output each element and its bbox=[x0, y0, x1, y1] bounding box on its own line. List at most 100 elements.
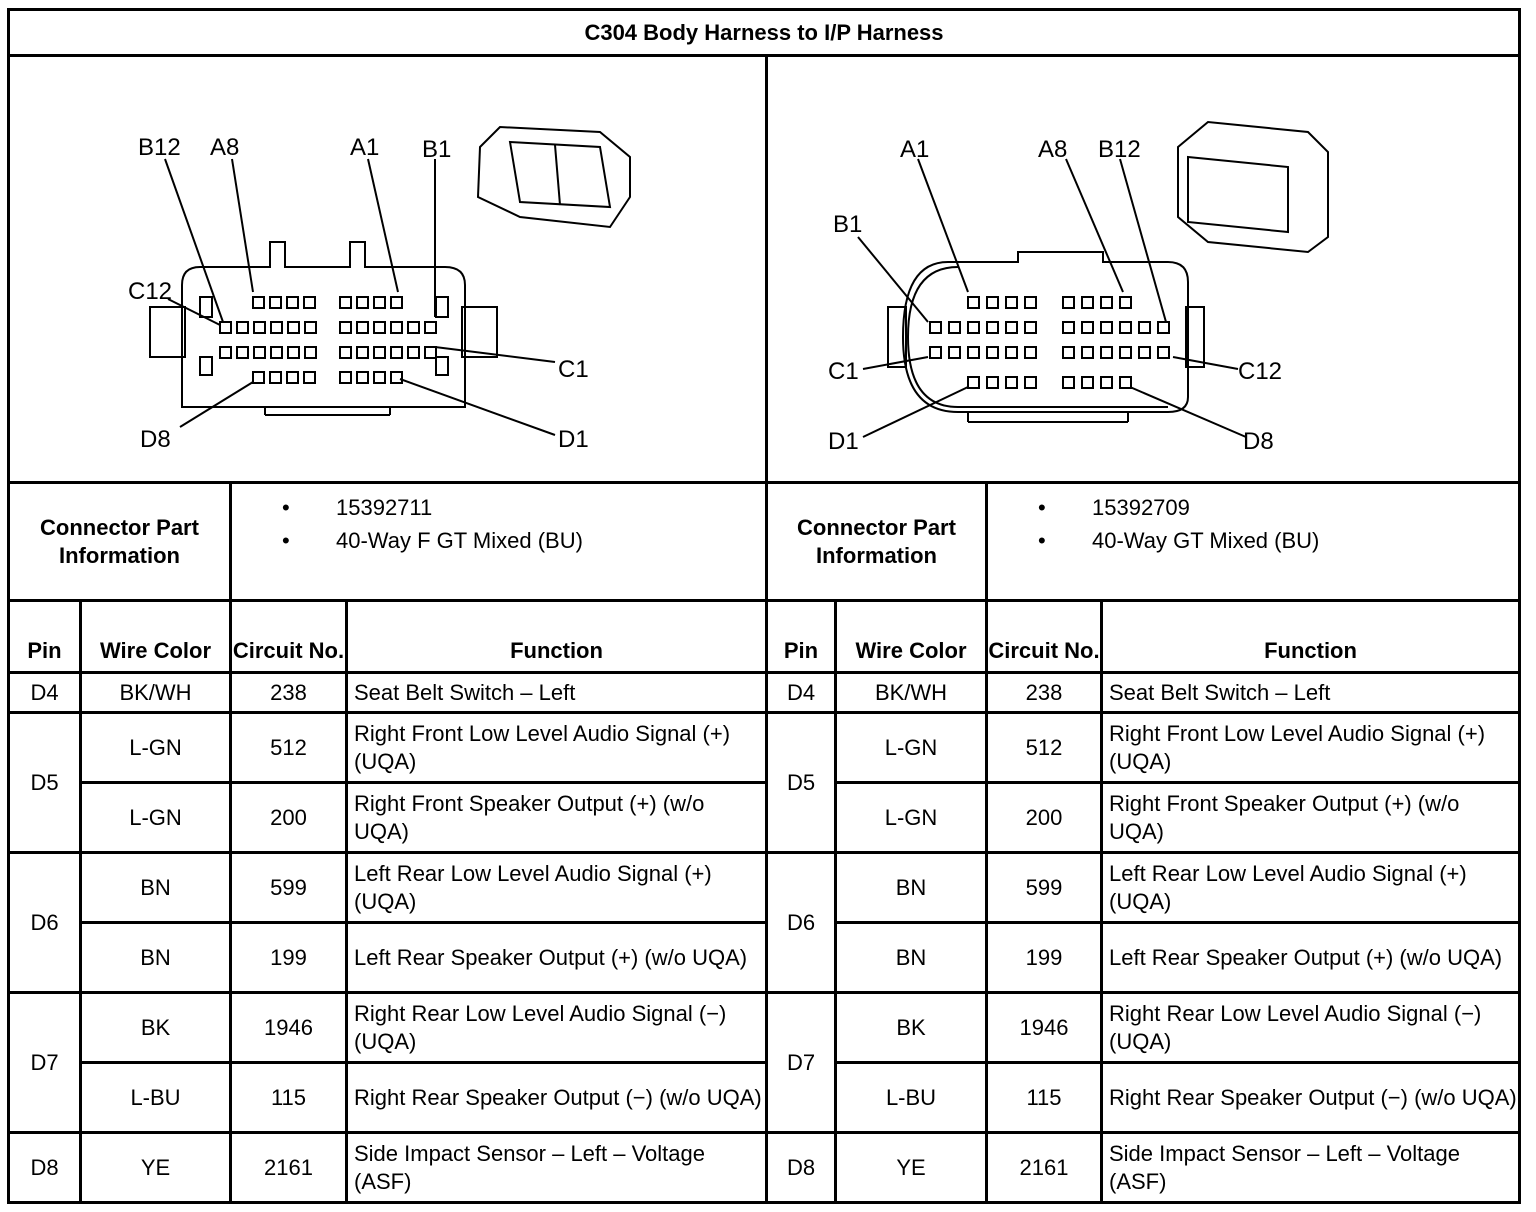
pin-cavity bbox=[287, 321, 300, 334]
pin-cavity bbox=[1119, 321, 1132, 334]
divider bbox=[229, 481, 232, 599]
pin-label: B1 bbox=[422, 136, 451, 163]
pin-cavity bbox=[1024, 346, 1037, 359]
pin-label: C12 bbox=[128, 278, 172, 305]
pin-cavity bbox=[236, 321, 249, 334]
divider bbox=[79, 1061, 765, 1064]
function-cell: Left Rear Low Level Audio Signal (+) (UQ… bbox=[354, 860, 712, 914]
wire-color-cell: BK bbox=[896, 1014, 926, 1040]
pin-cavity bbox=[287, 346, 300, 359]
pin-cavity bbox=[390, 321, 403, 334]
part-number: 15392709 bbox=[988, 491, 1518, 524]
divider bbox=[10, 1131, 765, 1134]
pin-cavity bbox=[373, 346, 386, 359]
pin-cavity bbox=[1081, 321, 1094, 334]
function-cell: Right Rear Speaker Output (−) (w/o UQA) bbox=[1109, 1084, 1517, 1110]
pin-label: A8 bbox=[1038, 136, 1067, 163]
pin-cavity bbox=[929, 321, 942, 334]
circuit-cell: 599 bbox=[1025, 874, 1063, 900]
pin-cavity bbox=[986, 376, 999, 389]
pin-cavity bbox=[303, 371, 316, 384]
pin-cavity bbox=[1157, 346, 1170, 359]
circuit-cell: 199 bbox=[270, 944, 307, 970]
divider bbox=[10, 711, 765, 714]
pin-cavity bbox=[967, 346, 980, 359]
circuit-cell: 200 bbox=[1025, 804, 1063, 830]
wire-color-cell: L-GN bbox=[884, 804, 938, 830]
pin-cavity bbox=[304, 321, 317, 334]
pin-cavity bbox=[253, 346, 266, 359]
pin-cavity bbox=[390, 371, 403, 384]
circuit-cell: 1946 bbox=[264, 1014, 313, 1040]
pin-label: A1 bbox=[350, 134, 379, 161]
header-pin: Pin bbox=[783, 638, 819, 663]
header-circuit: Circuit No. bbox=[988, 638, 1100, 663]
wire-color-cell: L-GN bbox=[884, 734, 938, 760]
pin-cavity bbox=[373, 371, 386, 384]
pin-cavity bbox=[219, 346, 232, 359]
function-cell: Side Impact Sensor – Left – Voltage (ASF… bbox=[354, 1140, 706, 1194]
function-cell: Right Front Speaker Output (+) (w/o UQA) bbox=[1109, 790, 1460, 844]
divider bbox=[79, 781, 765, 784]
pin-cavity bbox=[339, 346, 352, 359]
pin-cavity bbox=[1024, 296, 1037, 309]
part-description: 40-Way GT Mixed (BU) bbox=[988, 524, 1518, 557]
part-description: 40-Way F GT Mixed (BU) bbox=[232, 524, 765, 557]
pin-cavity bbox=[424, 321, 437, 334]
pin-cavity bbox=[986, 346, 999, 359]
divider bbox=[10, 599, 1518, 602]
pin-cell: D4 bbox=[786, 679, 816, 705]
circuit-cell: 200 bbox=[270, 804, 307, 830]
circuit-cell: 512 bbox=[270, 734, 307, 760]
wire-color-cell: YE bbox=[140, 1154, 171, 1180]
pin-cell: D5 bbox=[786, 769, 816, 795]
divider bbox=[985, 599, 988, 1201]
circuit-cell: 199 bbox=[1025, 944, 1063, 970]
wire-color-cell: BK bbox=[140, 1014, 171, 1040]
divider bbox=[768, 1131, 1518, 1134]
pin-cavity bbox=[1005, 346, 1018, 359]
header-pin: Pin bbox=[27, 638, 62, 663]
function-cell: Right Rear Low Level Audio Signal (−) (U… bbox=[354, 1000, 727, 1054]
circuit-cell: 599 bbox=[270, 874, 307, 900]
function-cell: Left Rear Speaker Output (+) (w/o UQA) bbox=[1109, 944, 1503, 970]
header-wire-color: Wire Color bbox=[99, 638, 212, 663]
divider bbox=[10, 481, 1518, 484]
pin-cavity bbox=[1100, 346, 1113, 359]
header-wire-color: Wire Color bbox=[855, 638, 967, 663]
circuit-cell: 115 bbox=[270, 1084, 307, 1110]
pin-cavity bbox=[356, 321, 369, 334]
pin-cavity bbox=[373, 296, 386, 309]
function-cell: Left Rear Speaker Output (+) (w/o UQA) bbox=[354, 944, 748, 970]
pin-cavity bbox=[253, 321, 266, 334]
divider bbox=[768, 991, 1518, 994]
pin-cavity bbox=[948, 321, 961, 334]
pin-cavity bbox=[252, 371, 265, 384]
pin-cavity bbox=[304, 346, 317, 359]
pin-cavity bbox=[390, 296, 403, 309]
wire-color-cell: L-BU bbox=[130, 1084, 181, 1110]
pin-cavity bbox=[303, 296, 316, 309]
pin-cavity bbox=[339, 371, 352, 384]
pin-label: C1 bbox=[828, 358, 859, 385]
pin-cell: D8 bbox=[786, 1154, 816, 1180]
pin-cell: D7 bbox=[786, 1049, 816, 1075]
pin-cavity bbox=[424, 346, 437, 359]
function-cell: Seat Belt Switch – Left bbox=[354, 679, 576, 705]
divider bbox=[768, 851, 1518, 854]
circuit-cell: 2161 bbox=[1019, 1154, 1069, 1180]
pin-cavity bbox=[1062, 346, 1075, 359]
wire-color-cell: BK/WH bbox=[874, 679, 948, 705]
pin-cavity bbox=[339, 321, 352, 334]
pin-label: B12 bbox=[1098, 136, 1141, 163]
pin-cavity bbox=[1005, 321, 1018, 334]
header-circuit: Circuit No. bbox=[232, 638, 345, 663]
circuit-cell: 512 bbox=[1025, 734, 1063, 760]
pin-cavity bbox=[270, 346, 283, 359]
pin-label: D8 bbox=[1243, 428, 1274, 455]
part-number: 15392711 bbox=[232, 491, 765, 524]
pin-cavity bbox=[1119, 376, 1132, 389]
circuit-cell: 238 bbox=[270, 679, 307, 705]
pin-cell: D7 bbox=[30, 1049, 59, 1075]
